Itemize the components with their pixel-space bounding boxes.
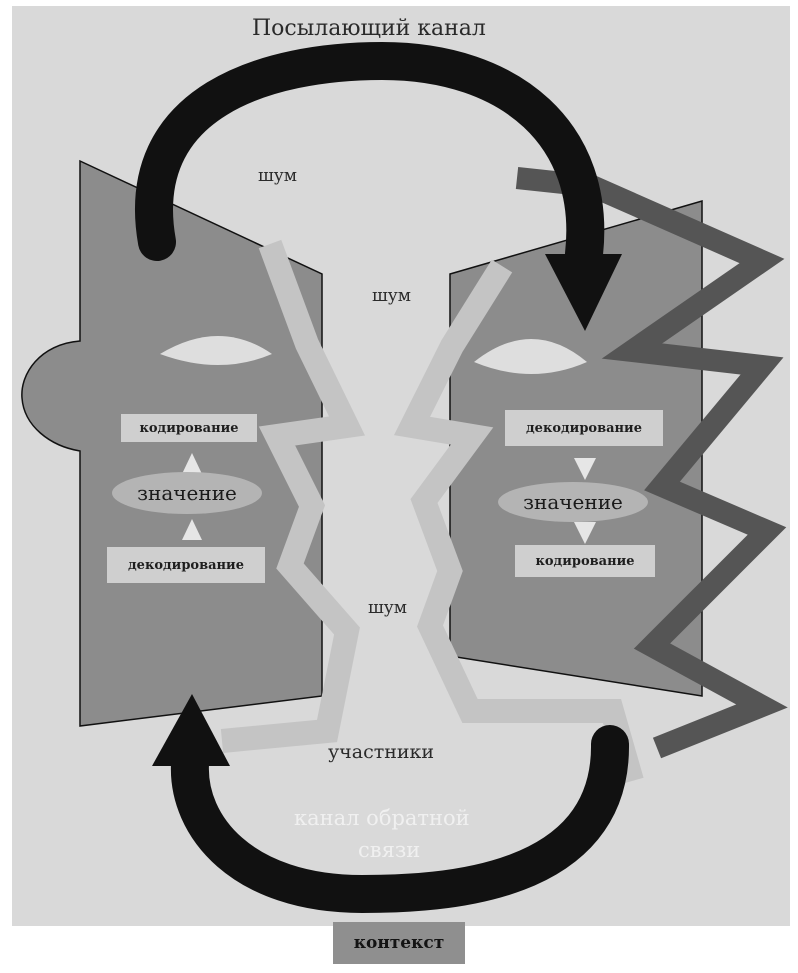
noise-label-middle: шум — [372, 288, 411, 305]
right-decoding-box: декодирование — [505, 410, 663, 446]
noise-label-top: шум — [258, 168, 297, 185]
diagram-canvas — [12, 6, 790, 926]
right-encoding-box: кодирование — [515, 545, 655, 577]
feedback-channel-label-line2: связи — [358, 840, 420, 861]
left-encoding-box: кодирование — [121, 414, 257, 442]
participants-label: участники — [328, 743, 434, 762]
context-box: контекст — [333, 922, 465, 964]
sending-channel-title: Посылающий канал — [252, 18, 486, 40]
left-meaning-ellipse: значение — [112, 472, 262, 514]
left-decoding-box: декодирование — [107, 547, 265, 583]
right-meaning-ellipse: значение — [498, 482, 648, 522]
feedback-channel-label-line1: канал обратной — [294, 808, 470, 829]
noise-label-bottom: шум — [368, 600, 407, 617]
